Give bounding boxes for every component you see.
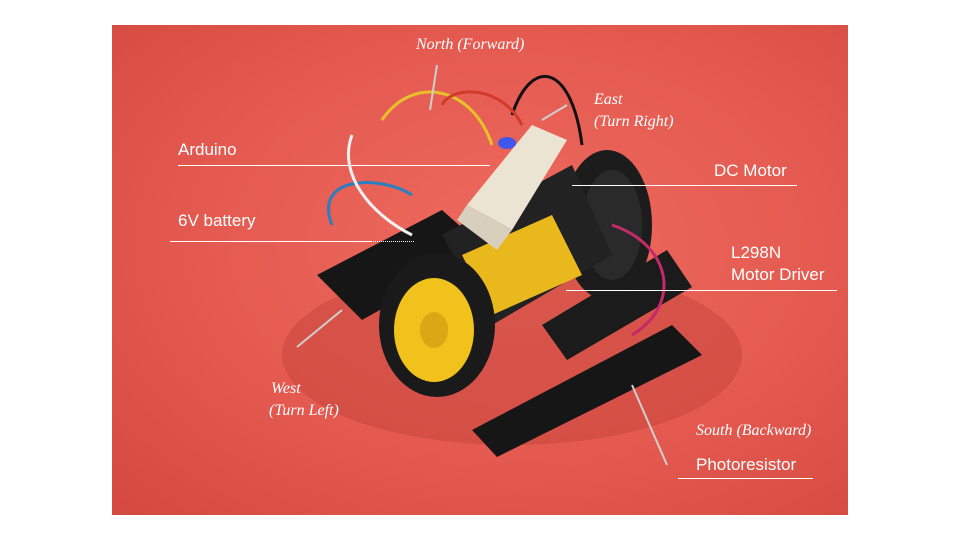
- wire-white: [346, 134, 413, 237]
- dc-motor-leader-line: [572, 185, 797, 186]
- sensor-south: [631, 384, 668, 466]
- battery-leader-dotted: [370, 241, 414, 242]
- sensor-north: [429, 64, 438, 111]
- chassis-right-plate: [542, 250, 692, 360]
- photoresistor-label: Photoresistor: [696, 455, 797, 474]
- battery-leader-line: [170, 241, 370, 242]
- south-label: South (Backward): [696, 422, 812, 439]
- robot-photo: [112, 25, 848, 515]
- motor-driver-label-line2: Motor Driver: [731, 265, 825, 284]
- wire-blue: [327, 181, 413, 226]
- arduino-leader-line: [178, 165, 490, 166]
- motor-housing: [462, 215, 582, 315]
- arduino-led: [498, 137, 516, 149]
- arduino-label: Arduino: [178, 140, 237, 159]
- north-label: North (Forward): [416, 36, 525, 53]
- west-label-line1: West: [271, 380, 301, 397]
- motor-driver-label-line1: L298N: [731, 243, 782, 262]
- battery-label: 6V battery: [178, 211, 256, 230]
- east-label-line2: (Turn Right): [594, 113, 674, 130]
- wire-red: [440, 90, 524, 126]
- east-label-line1: East: [594, 91, 623, 108]
- west-label-line2: (Turn Left): [269, 402, 339, 419]
- wire-magenta: [611, 223, 666, 337]
- dc-motor-label: DC Motor: [714, 161, 787, 180]
- sensor-east: [541, 104, 568, 121]
- wire-yellow: [380, 90, 494, 146]
- photoresistor-leader-line: [678, 478, 813, 479]
- motor-driver-leader-line: [566, 290, 837, 291]
- chassis-bottom-plate: [472, 325, 702, 457]
- sensor-west: [296, 309, 343, 348]
- wire-black: [510, 74, 584, 146]
- breadboard: [467, 125, 567, 230]
- robot-car-illustration: [282, 64, 742, 466]
